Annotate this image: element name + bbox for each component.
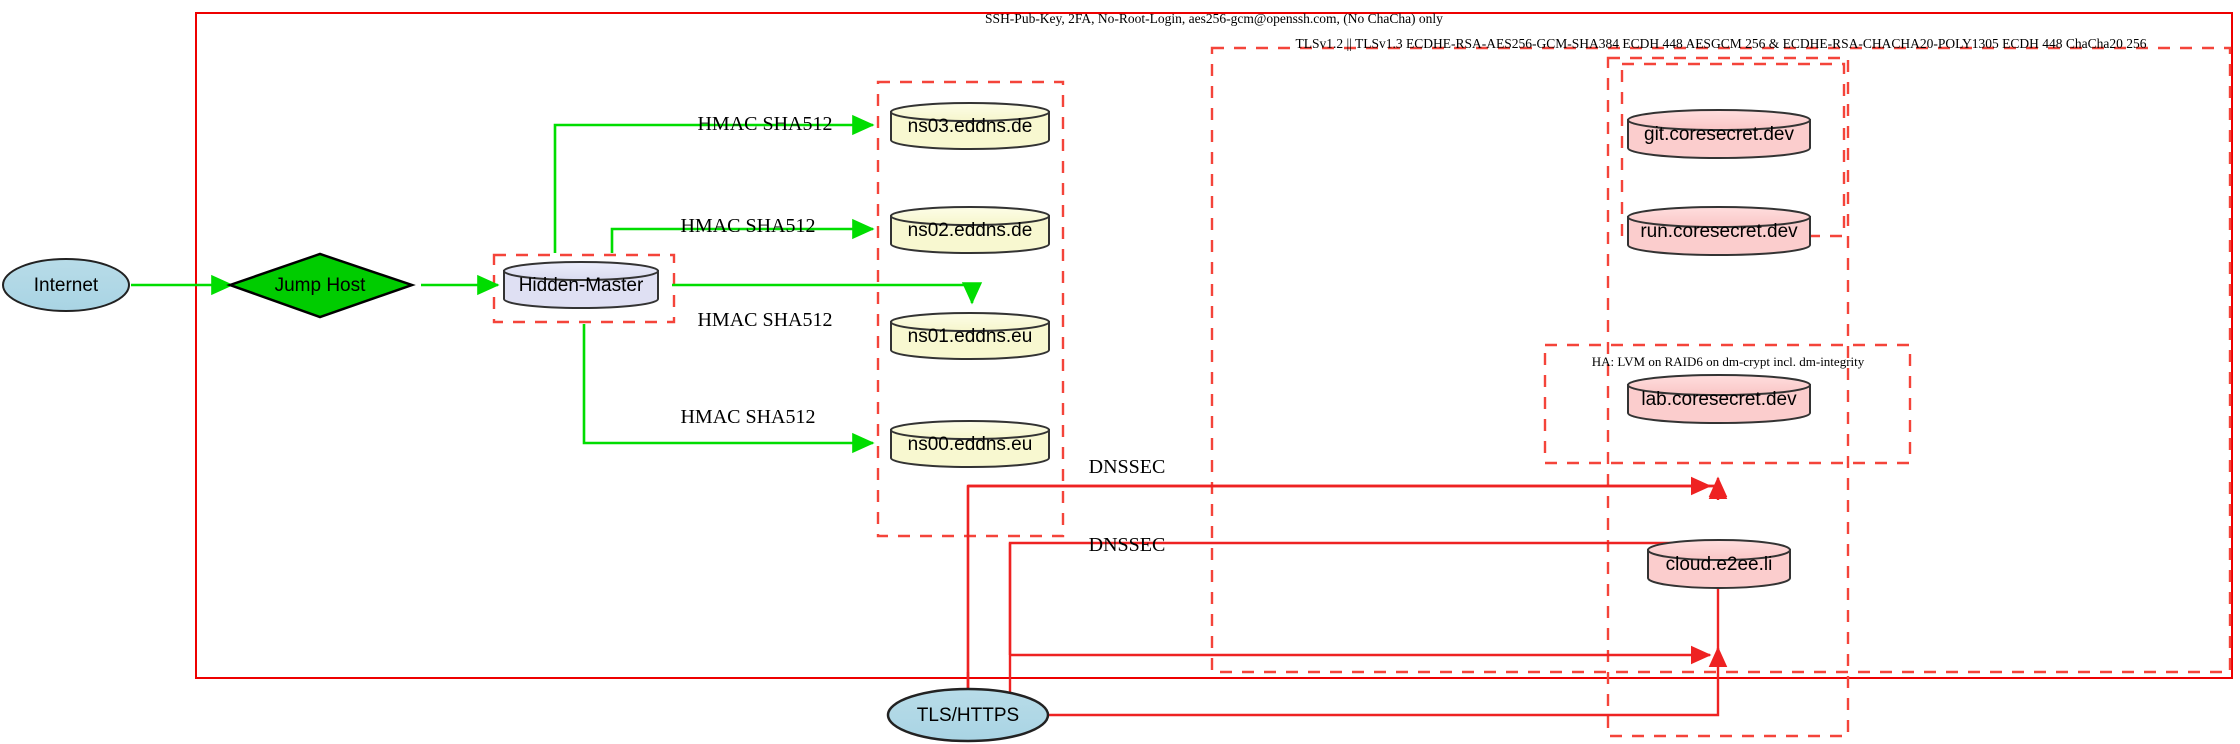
cloud-label: cloud.e2ee.li — [1666, 554, 1773, 575]
gitrun-inner-boundary-box — [1620, 62, 1846, 238]
edge-hiddenmaster-to-ns03 — [553, 114, 875, 253]
edge-label-hmac-1: HMAC SHA512 — [697, 113, 832, 135]
git-label: git.coresecret.dev — [1644, 124, 1794, 145]
edge-hiddenmaster-to-ns02 — [610, 218, 875, 253]
run-label: run.coresecret.dev — [1640, 221, 1798, 242]
git-cylinder-top — [1627, 109, 1811, 131]
node-lab-coresecret[interactable]: lab.coresecret.dev — [1627, 374, 1811, 424]
node-hidden-master[interactable]: Hidden-Master — [503, 261, 659, 309]
node-ns03[interactable]: ns03.eddns.de — [890, 102, 1050, 150]
ssh-boundary-box — [195, 12, 2233, 679]
dns-boundary-box — [876, 80, 1065, 538]
edge-label-dnssec-2: DNSSEC — [1089, 534, 1166, 556]
edge-label-hmac-4: HMAC SHA512 — [680, 406, 815, 428]
ns00-label: ns00.eddns.eu — [908, 434, 1033, 455]
ns03-label: ns03.eddns.de — [908, 116, 1033, 137]
ns03-cylinder-top — [890, 102, 1050, 122]
ns01-cylinder-top — [890, 312, 1050, 332]
ssh-boundary-label: SSH-Pub-Key, 2FA, No-Root-Login, aes256-… — [985, 11, 1443, 26]
node-cloud-e2ee[interactable]: cloud.e2ee.li — [1647, 539, 1791, 589]
tls-https-ellipse — [886, 687, 1050, 743]
node-jump-host[interactable]: Jump Host — [226, 252, 416, 319]
internet-label: Internet — [34, 275, 99, 296]
hidden-master-cylinder-top — [503, 261, 659, 281]
ns01-label: ns01.eddns.eu — [908, 326, 1033, 347]
ns00-cylinder-body — [890, 429, 1050, 468]
lab-cylinder-top — [1627, 374, 1811, 396]
hidden-master-boundary-box — [492, 253, 676, 324]
node-ns01[interactable]: ns01.eddns.eu — [890, 312, 1050, 360]
ns00-cylinder-top — [890, 420, 1050, 440]
jump-host-label: Jump Host — [275, 275, 367, 296]
node-internet[interactable]: Internet — [2, 258, 130, 312]
ns02-cylinder-top — [890, 206, 1050, 226]
ns02-cylinder-body — [890, 215, 1050, 254]
edge-tlshttps-to-coresecret — [966, 478, 1728, 695]
lab-label: lab.coresecret.dev — [1641, 389, 1797, 410]
hidden-master-label: Hidden-Master — [519, 275, 644, 296]
edge-label-hmac-3: HMAC SHA512 — [697, 309, 832, 331]
tls-boundary-box — [1210, 46, 2232, 674]
edge-label-hmac-2: HMAC SHA512 — [680, 215, 815, 237]
cloud-cylinder-top — [1647, 539, 1791, 561]
ha-boundary-box — [1543, 343, 1912, 465]
node-ns02[interactable]: ns02.eddns.de — [890, 206, 1050, 254]
node-tls-https[interactable]: TLS/HTTPS — [886, 687, 1050, 743]
ns02-label: ns02.eddns.de — [908, 220, 1033, 241]
node-ns00[interactable]: ns00.eddns.eu — [890, 420, 1050, 468]
ns03-cylinder-body — [890, 111, 1050, 150]
node-git-coresecret[interactable]: git.coresecret.dev — [1627, 109, 1811, 159]
tls-boundary-label: TLSv1.2 || TLSv1.3 ECDHE-RSA-AES256-GCM-… — [1296, 36, 2147, 51]
hidden-master-cylinder-body — [503, 270, 659, 309]
tls-https-label: TLS/HTTPS — [917, 705, 1019, 726]
ns01-cylinder-body — [890, 321, 1050, 360]
edge-dnssec-2-route — [1008, 541, 1720, 714]
ha-boundary-label: HA: LVM on RAID6 on dm-crypt incl. dm-in… — [1592, 354, 1865, 369]
edge-hiddenmaster-to-ns01 — [672, 282, 983, 305]
edge-tlshttps-right — [1048, 668, 1720, 717]
jump-host-diamond — [226, 252, 416, 319]
internet-ellipse — [2, 258, 130, 312]
edge-hiddenmaster-to-ns00 — [582, 324, 875, 454]
run-cylinder-top — [1627, 206, 1811, 228]
edge-label-dnssec-1: DNSSEC — [1089, 456, 1166, 478]
coresecret-boundary-box — [1606, 56, 1850, 738]
node-run-coresecret[interactable]: run.coresecret.dev — [1627, 206, 1811, 256]
